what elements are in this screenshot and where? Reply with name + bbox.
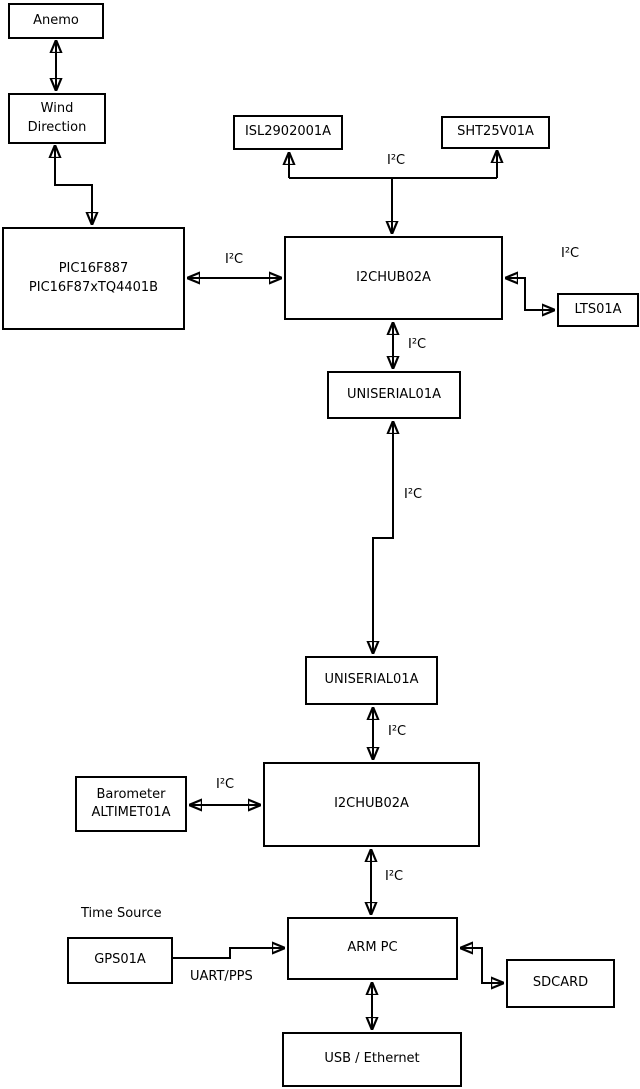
node-label: SHT25V01A [457,124,534,140]
node-label: Anemo [33,12,79,28]
node-uniserial01a-bottom: UNISERIAL01A [305,656,438,705]
node-pic16f887: PIC16F887 PIC16F87xTQ4401B [2,227,185,330]
node-label: LTS01A [574,301,622,317]
node-usb-ethernet: USB / Ethernet [282,1032,462,1087]
node-uniserial01a-top: UNISERIAL01A [327,371,461,419]
node-label: Barometer ALTIMET01A [91,786,171,820]
node-label: ARM PC [347,940,398,956]
node-sht25v01a: SHT25V01A [441,116,550,149]
node-label: PIC16F887 PIC16F87xTQ4401B [28,261,159,295]
node-gps01a: GPS01A [67,937,173,984]
edge-label-i2c-hub1-lts: I²C [561,246,580,261]
edge-arm-sdcard [461,948,503,983]
edge-label-i2c-hub1-uni1: I²C [408,337,427,352]
node-arm-pc: ARM PC [287,917,458,980]
node-label: SDCARD [532,975,589,991]
node-label: USB / Ethernet [324,1051,420,1067]
edge-label-i2c-pic-hub1: I²C [225,252,244,267]
node-anemometer: Anemo [8,3,104,39]
node-label: ISL2902001A [244,124,332,140]
node-label: I2CHUB02A [334,796,409,812]
edge-label-i2c-uni1-uni2: I²C [404,487,423,502]
node-label: GPS01A [94,952,146,968]
node-barometer-altimet01a: Barometer ALTIMET01A [75,776,187,832]
node-i2chub02a-top: I2CHUB02A [284,236,503,320]
node-i2chub02a-bottom: I2CHUB02A [263,762,480,847]
edge-uni1-uni2 [373,422,393,653]
node-isl2902001a: ISL2902001A [233,115,343,150]
node-label: Wind Direction [27,101,87,135]
node-wind-direction: Wind Direction [8,93,106,144]
edge-hub1-lts [506,278,554,310]
edge-label-uart-pps: UART/PPS [190,969,253,984]
node-lts01a: LTS01A [557,293,639,327]
edge-label-i2c-baro-hub2: I²C [216,777,235,792]
label-time-source: Time Source [81,906,162,921]
node-label: I2CHUB02A [356,269,431,285]
node-sdcard: SDCARD [506,959,615,1008]
edge-label-i2c-uni2-hub2: I²C [388,724,407,739]
node-label: UNISERIAL01A [347,386,441,402]
edge-wind-pic [55,146,92,224]
edge-label-i2c-hub2-arm: I²C [385,869,404,884]
node-label: UNISERIAL01A [324,672,419,688]
edge-gps-arm [173,948,284,959]
edge-label-i2c-sensors-bus: I²C [387,153,406,168]
